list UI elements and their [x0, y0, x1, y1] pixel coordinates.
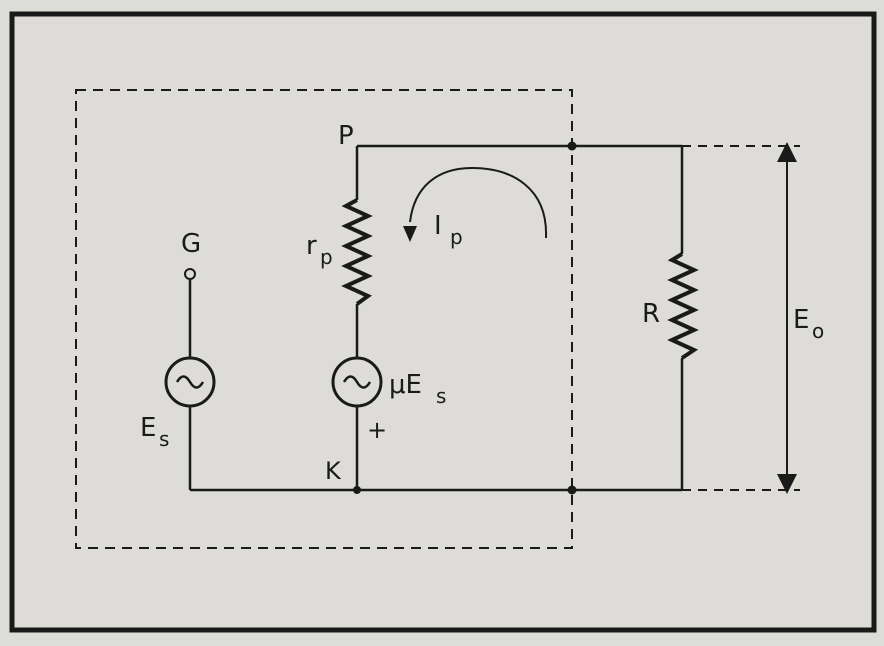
plate-current-arc: [409, 166, 548, 239]
cathode-terminal-dot: [567, 485, 577, 495]
plate-label: P: [338, 121, 354, 151]
plate-resistance-resistor: [341, 198, 373, 306]
plate-current-arrowhead: [403, 226, 417, 242]
output-voltage-subscript: o: [812, 319, 824, 343]
load-resistor: [667, 252, 699, 360]
tube-boundary-dashed-box: [75, 89, 573, 549]
equivalent-generator-subscript: s: [436, 384, 446, 408]
plate-current-subscript: p: [450, 225, 463, 249]
grid-label: G: [181, 229, 201, 259]
load-resistor-label: R: [642, 299, 660, 329]
outer-frame: [9, 11, 877, 633]
plate-terminal-dot: [567, 141, 577, 151]
grid-terminal: [184, 268, 196, 280]
ac-wave-icon: [175, 375, 205, 389]
plate-current-label: I: [434, 211, 442, 241]
plate-resistance-label: r: [306, 231, 317, 261]
plate-resistance-subscript: p: [320, 245, 333, 269]
equivalent-generator-label: μE: [389, 370, 422, 400]
cathode-junction-dot: [353, 486, 361, 494]
output-voltage-label: E: [793, 305, 809, 335]
source-voltage-label: E: [140, 413, 156, 443]
polarity-plus-label: +: [367, 416, 387, 444]
source-voltage-subscript: s: [159, 427, 169, 451]
cathode-label: K: [325, 457, 342, 485]
ac-wave-icon: [342, 375, 372, 389]
